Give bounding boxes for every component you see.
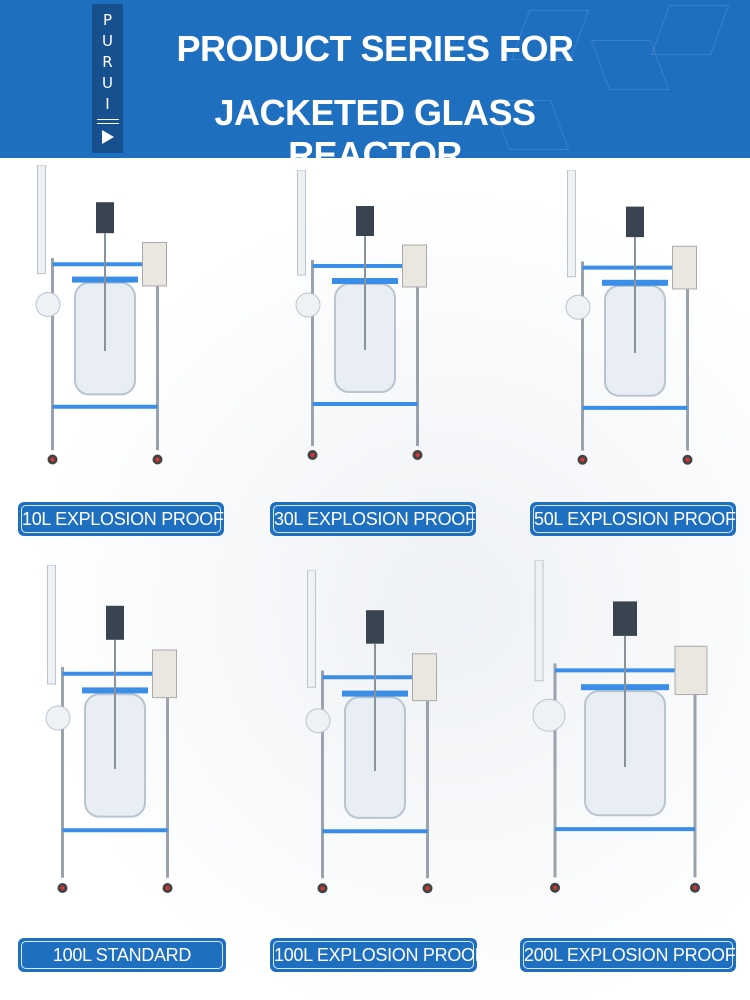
logo-letter: U xyxy=(102,74,113,92)
label-text: 50L EXPLOSION PROOF xyxy=(533,505,736,533)
product-label-30l: 30L EXPLOSION PROOF xyxy=(270,502,476,536)
reactor-image xyxy=(532,560,708,893)
reactor-image xyxy=(295,170,427,460)
logo-divider xyxy=(96,119,119,124)
logo-letter: R xyxy=(102,53,113,71)
page-title-line2: JACKETED GLASS REACTOR xyxy=(214,92,536,158)
reactor-image xyxy=(305,570,437,894)
reactor-image xyxy=(45,565,177,893)
label-text: 10L EXPLOSION PROOF xyxy=(21,505,224,533)
reactor-image xyxy=(565,170,697,465)
brand-logo: P U R U I xyxy=(92,4,123,153)
page-title-line1: PRODUCT SERIES FOR xyxy=(176,28,574,69)
label-text: 200L EXPLOSION PROOF xyxy=(523,941,736,969)
label-text: 30L EXPLOSION PROOF xyxy=(273,505,476,533)
product-label-100l-standard: 100L STANDARD xyxy=(18,938,226,972)
logo-letter: I xyxy=(105,95,110,113)
product-label-200l: 200L EXPLOSION PROOF xyxy=(520,938,736,972)
logo-letter: P xyxy=(102,11,113,29)
product-label-50l: 50L EXPLOSION PROOF xyxy=(530,502,736,536)
label-text: 100L STANDARD xyxy=(21,941,223,969)
logo-letter: U xyxy=(102,32,113,50)
header-banner: P U R U I PRODUCT SERIES FOR JACKETED GL… xyxy=(0,0,750,158)
reactor-image xyxy=(35,165,167,465)
product-label-100l-explosion: 100L EXPLOSION PROOF xyxy=(270,938,486,972)
product-label-10l: 10L EXPLOSION PROOF xyxy=(18,502,224,536)
play-icon xyxy=(101,130,114,144)
label-text: 100L EXPLOSION PROOF xyxy=(273,941,486,969)
